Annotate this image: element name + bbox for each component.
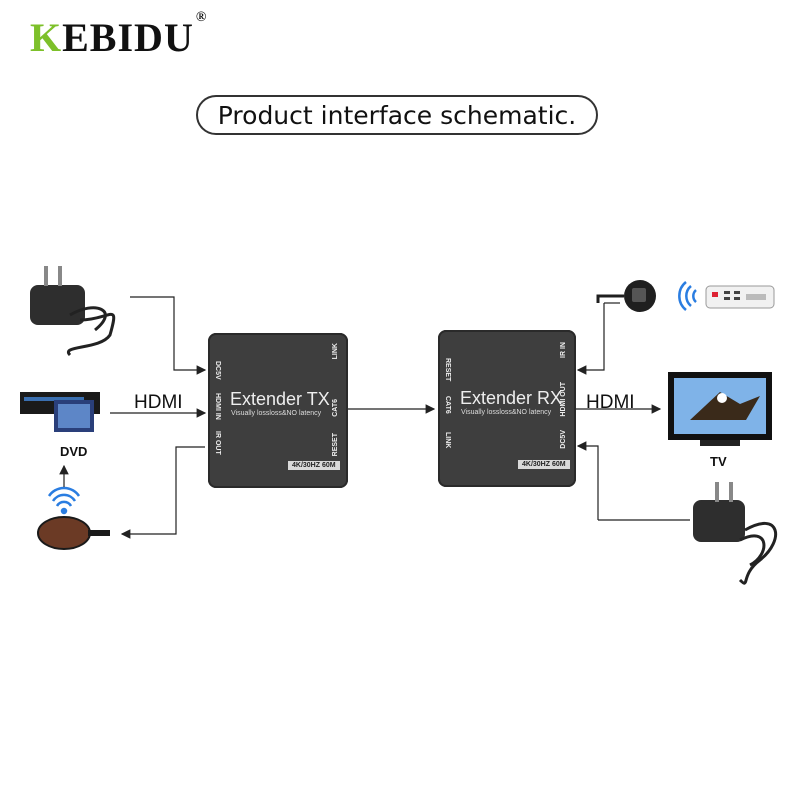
schematic-title: Product interface schematic.: [196, 95, 598, 135]
extender-rx-badge: 4K/30HZ 60M: [518, 460, 570, 469]
ir-emitter-icon: [37, 516, 110, 550]
tx-port-reset: RESET: [332, 433, 339, 457]
extender-rx-title: Extender RX: [460, 388, 563, 408]
extender-tx-box: Extender TX Visually lossloss&NO latency…: [208, 333, 348, 488]
tx-port-dc5v: DC5V: [214, 361, 221, 380]
rx-port-ir-in: IR IN: [560, 342, 567, 358]
rx-port-reset: RESET: [444, 358, 451, 382]
remote-control-icon: [705, 285, 775, 309]
brand-name-rest: EBIDU: [62, 15, 194, 60]
dvd-label: DVD: [60, 444, 88, 459]
ir-receiver-icon: [596, 280, 656, 312]
extender-tx-title: Extender TX: [230, 389, 330, 409]
brand-logo: KEBIDU®: [30, 10, 207, 61]
wifi-signal-icon: [47, 486, 81, 515]
registered-mark: ®: [195, 9, 208, 25]
tx-port-cat6: CAT6: [332, 399, 339, 417]
power-adapter-left-icon: [30, 266, 116, 357]
extender-tx-subtitle: Visually lossloss&NO latency: [231, 410, 322, 417]
tx-port-ir-out: IR OUT: [214, 431, 221, 455]
tv-label: TV: [710, 454, 727, 469]
ir-wave-icon: [678, 281, 697, 311]
extender-rx-subtitle: Visually lossloss&NO latency: [461, 409, 552, 416]
extender-tx-badge: 4K/30HZ 60M: [288, 461, 340, 470]
hdmi-input-label: HDMI: [134, 392, 183, 413]
tx-port-link: LINK: [332, 343, 339, 360]
rx-port-dc5v: DC5V: [560, 430, 567, 449]
rx-port-cat6: CAT6: [444, 396, 451, 414]
power-adapter-right-icon: [693, 482, 777, 585]
extender-rx-box: Extender RX Visually lossloss&NO latency…: [438, 330, 576, 487]
rx-port-link: LINK: [444, 432, 451, 449]
tv-icon: [668, 372, 772, 446]
rx-port-hdmi-out: HDMI OUT: [560, 382, 567, 417]
brand-initial: K: [30, 15, 63, 60]
tx-port-hdmi-in: HDMI IN: [214, 393, 221, 420]
dvd-player-icon: [20, 392, 100, 432]
hdmi-output-label: HDMI: [586, 392, 635, 413]
